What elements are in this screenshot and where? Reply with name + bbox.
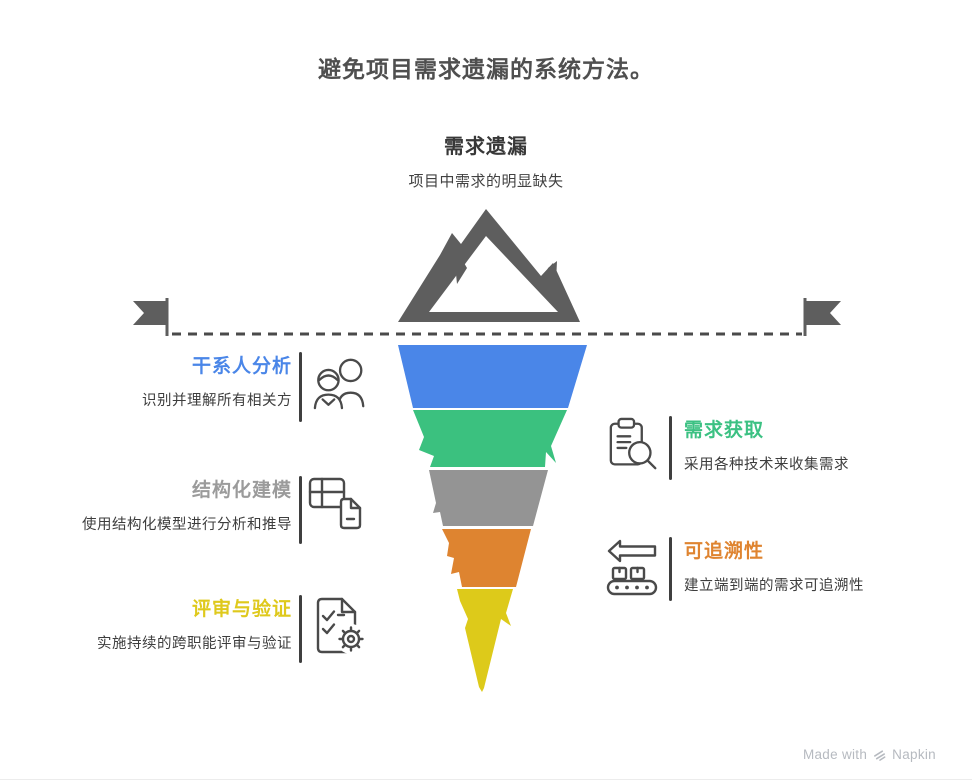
brand-label: Napkin (892, 747, 936, 762)
item-stakeholder-analysis: 干系人分析 识别并理解所有相关方 (52, 355, 292, 410)
funnel-segment-traceability (442, 529, 531, 587)
funnel (398, 345, 587, 692)
item-structured-modeling: 结构化建模 使用结构化模型进行分析和推导 (52, 479, 292, 534)
peak-title: 需求遗漏 (444, 136, 528, 158)
divider (669, 537, 672, 601)
divider (299, 595, 302, 663)
mountain-icon (398, 209, 580, 322)
peak-subtitle: 项目中需求的明显缺失 (408, 173, 564, 190)
item-subtitle: 识别并理解所有相关方 (142, 393, 292, 409)
people-icon (312, 353, 370, 413)
footer-credit: Made with Napkin (803, 747, 936, 762)
item-subtitle: 实施持续的跨职能评审与验证 (97, 636, 292, 652)
funnel-segment-stakeholder-analysis (398, 345, 587, 408)
right-flag-icon (803, 298, 841, 336)
table-document-icon (307, 475, 367, 535)
made-with-label: Made with (802, 747, 868, 762)
clipboard-magnifier-icon (606, 417, 664, 475)
page-title: 避免项目需求遗漏的系统方法。 (318, 56, 654, 82)
item-title: 干系人分析 (191, 356, 292, 377)
divider (669, 416, 672, 480)
item-title: 可追溯性 (684, 541, 765, 562)
item-subtitle: 采用各种技术来收集需求 (684, 457, 849, 473)
napkin-logo-icon (874, 750, 886, 761)
funnel-segment-structured-modeling (429, 470, 548, 526)
conveyor-arrow-icon (604, 538, 662, 598)
item-traceability: 可追溯性 建立端到端的需求可追溯性 (684, 540, 944, 595)
item-review-validation: 评审与验证 实施持续的跨职能评审与验证 (52, 598, 292, 653)
gear-glyph (338, 626, 364, 652)
item-requirements-elicitation: 需求获取 采用各种技术来收集需求 (684, 419, 944, 474)
divider (299, 352, 302, 422)
divider (299, 476, 302, 544)
left-flag-icon (133, 298, 169, 336)
checklist-gear-icon (309, 594, 371, 660)
item-subtitle: 建立端到端的需求可追溯性 (684, 578, 864, 594)
item-title: 需求获取 (684, 420, 765, 441)
item-title: 结构化建模 (191, 480, 292, 501)
item-subtitle: 使用结构化模型进行分析和推导 (82, 517, 292, 533)
item-title: 评审与验证 (191, 599, 292, 620)
funnel-segment-review-validation (457, 589, 513, 692)
funnel-segment-requirements-elicitation (413, 410, 567, 467)
